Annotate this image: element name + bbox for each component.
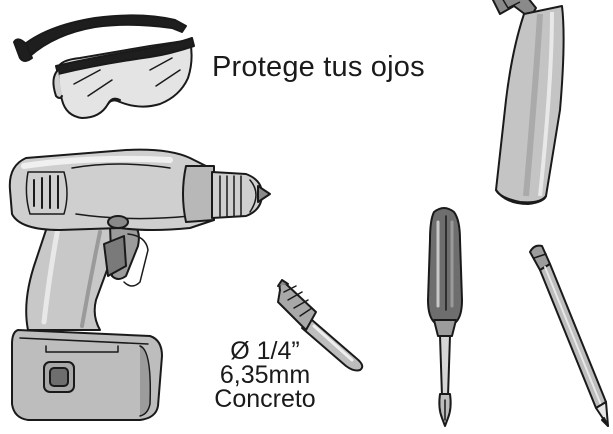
- safety-glasses-icon: [13, 14, 195, 119]
- eye-protection-caption: Protege tus ojos: [212, 51, 425, 83]
- bit-metric-label: 6,35mm: [219, 361, 311, 389]
- cordless-drill-icon: [8, 148, 271, 421]
- drill-bit-caption: Ø 1/4” 6,35mm Concreto: [196, 337, 334, 413]
- screwdriver-icon: [427, 207, 463, 427]
- bit-material-label: Concreto: [214, 385, 316, 413]
- bit-diameter-label: Ø 1/4”: [230, 337, 300, 365]
- drill-bit-icon: [277, 279, 364, 372]
- pencil-icon: [529, 244, 609, 427]
- hammer-icon: [491, 0, 565, 205]
